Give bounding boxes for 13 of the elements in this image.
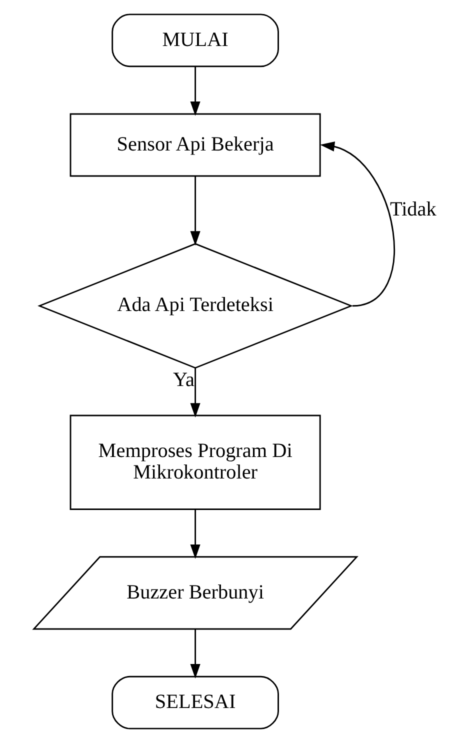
node-diamond: Ada Api Terdeteksi (38, 243, 354, 369)
node-box: MULAI (112, 14, 279, 68)
arrow (190, 510, 200, 559)
node-box: SELESAI (112, 676, 279, 730)
node-box: Sensor Api Bekerja (70, 113, 321, 177)
arrow (190, 176, 200, 246)
edge-label: Tidak (390, 198, 436, 220)
node-box: Memproses Program Di Mikrokontroler (70, 414, 321, 510)
arrow (190, 629, 200, 678)
edge-label: Ya (173, 368, 195, 391)
arrow (190, 66, 200, 116)
arrow (320, 141, 395, 307)
arrow (190, 368, 200, 418)
